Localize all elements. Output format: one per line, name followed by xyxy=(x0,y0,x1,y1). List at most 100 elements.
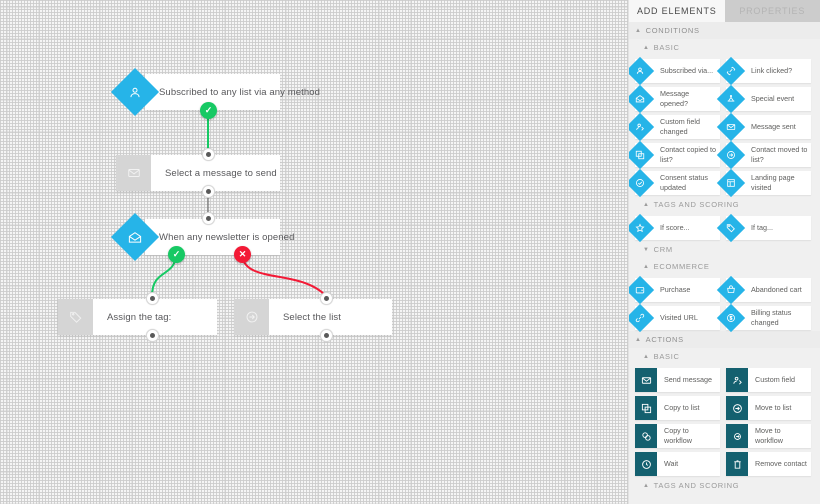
person-icon xyxy=(110,67,160,117)
panel-tabs: ADD ELEMENTS PROPERTIES xyxy=(629,0,820,22)
section-header-actions-tags[interactable]: ▲ TAGS AND SCORING xyxy=(629,477,820,494)
chevron-up-icon: ▲ xyxy=(635,336,642,343)
section-header-crm[interactable]: ▼ CRM xyxy=(629,241,820,258)
copy-icon xyxy=(635,396,657,420)
element-tile-consent-status-updated[interactable]: Consent status updated xyxy=(629,168,720,198)
section-header-actions-basic[interactable]: ▲ BASIC xyxy=(629,348,820,365)
element-tile-custom-field[interactable]: Custom field xyxy=(726,368,811,392)
tile-label: If score... xyxy=(660,223,690,233)
section-header-conditions-tags[interactable]: ▲ TAGS AND SCORING xyxy=(629,196,820,213)
chain-link-icon xyxy=(629,303,655,333)
dollar-circle-icon xyxy=(716,303,746,333)
element-tile-subscribed-via[interactable]: Subscribed via... xyxy=(629,56,720,86)
envelope-open-icon xyxy=(629,84,655,114)
copy-icon xyxy=(629,140,655,170)
tile-label: Contact copied to list? xyxy=(660,145,716,164)
canvas-grid xyxy=(0,0,628,504)
check-circle-icon xyxy=(629,168,655,198)
tile-label: Move to list xyxy=(755,403,792,413)
tile-label: Contact moved to list? xyxy=(751,145,808,164)
branch-badge-success[interactable]: ✓ xyxy=(200,102,217,119)
tile-label: Special event xyxy=(751,94,795,104)
element-tile-abandoned-cart[interactable]: Abandoned cart xyxy=(716,275,811,305)
canvas-node-assign-tag[interactable]: Assign the tag: xyxy=(58,299,217,335)
tile-label: Wait xyxy=(664,459,679,469)
workflow-canvas[interactable]: Subscribed to any list via any method ✓ … xyxy=(0,0,628,504)
tile-label: If tag... xyxy=(751,223,773,233)
canvas-node-select-message[interactable]: Select a message to send xyxy=(116,155,280,191)
element-tile-special-event[interactable]: Special event xyxy=(716,84,811,114)
section-header-conditions-basic[interactable]: ▲ BASIC xyxy=(629,39,820,56)
section-title: BASIC xyxy=(653,43,680,52)
section-title: ACTIONS xyxy=(645,335,684,344)
actions-basic-grid: Send message Custom field Copy to list M… xyxy=(629,365,820,477)
special-event-icon xyxy=(716,84,746,114)
tile-label: Visited URL xyxy=(660,313,698,323)
section-header-ecommerce[interactable]: ▲ ECOMMERCE xyxy=(629,258,820,275)
element-tile-custom-field-changed[interactable]: Custom field changed xyxy=(629,112,720,142)
canvas-node-label: Assign the tag: xyxy=(107,311,172,323)
element-tile-remove-contact[interactable]: Remove contact xyxy=(726,452,811,476)
canvas-node-newsletter-opened[interactable]: When any newsletter is opened xyxy=(145,219,294,255)
section-title: ECOMMERCE xyxy=(653,262,710,271)
connector-edges xyxy=(151,110,327,297)
chevron-up-icon: ▲ xyxy=(643,201,650,208)
element-tile-landing-page-visited[interactable]: Landing page visited xyxy=(716,168,811,198)
envelope-icon xyxy=(716,112,746,142)
element-tile-visited-url[interactable]: Visited URL xyxy=(629,303,720,333)
section-title: CONDITIONS xyxy=(645,26,700,35)
element-tile-message-opened[interactable]: Message opened? xyxy=(629,84,720,114)
element-tile-link-clicked[interactable]: Link clicked? xyxy=(716,56,811,86)
canvas-node-select-list[interactable]: Select the list xyxy=(234,299,392,335)
section-title: TAGS AND SCORING xyxy=(653,481,740,490)
ecommerce-grid: Purchase Abandoned cart Visited URL Bill… xyxy=(629,275,820,333)
tab-properties[interactable]: PROPERTIES xyxy=(724,0,820,22)
element-tile-purchase[interactable]: Purchase xyxy=(629,275,720,305)
element-tile-if-score[interactable]: If score... xyxy=(629,213,720,243)
tile-label: Consent status updated xyxy=(660,173,708,192)
section-header-actions[interactable]: ▲ ACTIONS xyxy=(629,331,820,348)
node-port-out[interactable] xyxy=(320,329,333,342)
chevron-up-icon: ▲ xyxy=(635,27,642,34)
element-tile-send-message[interactable]: Send message xyxy=(635,368,720,392)
tile-label: Copy to workflow xyxy=(664,426,692,445)
link-click-icon xyxy=(716,56,746,86)
node-port-out[interactable] xyxy=(202,185,215,198)
canvas-node-label: When any newsletter is opened xyxy=(159,231,295,243)
element-tile-move-to-workflow[interactable]: Move to workflow xyxy=(726,424,811,448)
tile-label: Send message xyxy=(664,375,712,385)
node-port-in[interactable] xyxy=(146,292,159,305)
element-tile-copy-to-workflow[interactable]: Copy to workflow xyxy=(635,424,720,448)
tile-label: Purchase xyxy=(660,285,691,295)
element-tile-wait[interactable]: Wait xyxy=(635,452,720,476)
tab-add-elements[interactable]: ADD ELEMENTS xyxy=(629,0,725,22)
node-port-in[interactable] xyxy=(320,292,333,305)
branch-badge-failure[interactable]: ✕ xyxy=(234,246,251,263)
element-tile-message-sent[interactable]: Message sent xyxy=(716,112,811,142)
arrow-circle-icon xyxy=(234,299,269,335)
section-header-conditions[interactable]: ▲ CONDITIONS xyxy=(629,22,820,39)
element-tile-if-tag[interactable]: If tag... xyxy=(716,213,811,243)
tile-label: Custom field xyxy=(755,375,795,385)
element-tile-contact-moved-to-list[interactable]: Contact moved to list? xyxy=(716,140,811,170)
chevron-up-icon: ▲ xyxy=(643,482,650,489)
element-tile-billing-status-changed[interactable]: Billing status changed xyxy=(716,303,811,333)
arrow-circle-icon xyxy=(726,396,748,420)
node-port-in[interactable] xyxy=(202,148,215,161)
person-edit-icon xyxy=(726,368,748,392)
canvas-node-label: Select a message to send xyxy=(165,167,277,179)
node-port-out[interactable] xyxy=(146,329,159,342)
element-tile-move-to-list[interactable]: Move to list xyxy=(726,396,811,420)
tile-label: Copy to list xyxy=(664,403,700,413)
section-title: TAGS AND SCORING xyxy=(653,200,740,209)
wallet-icon xyxy=(629,275,655,305)
node-port-in[interactable] xyxy=(202,212,215,225)
tile-label: Billing status changed xyxy=(751,308,792,327)
tile-label: Remove contact xyxy=(755,459,807,469)
branch-badge-success[interactable]: ✓ xyxy=(168,246,185,263)
tag-icon xyxy=(58,299,93,335)
element-tile-copy-to-list[interactable]: Copy to list xyxy=(635,396,720,420)
chevron-down-icon: ▼ xyxy=(643,246,650,253)
element-tile-contact-copied-to-list[interactable]: Contact copied to list? xyxy=(629,140,720,170)
envelope-icon xyxy=(116,155,151,191)
